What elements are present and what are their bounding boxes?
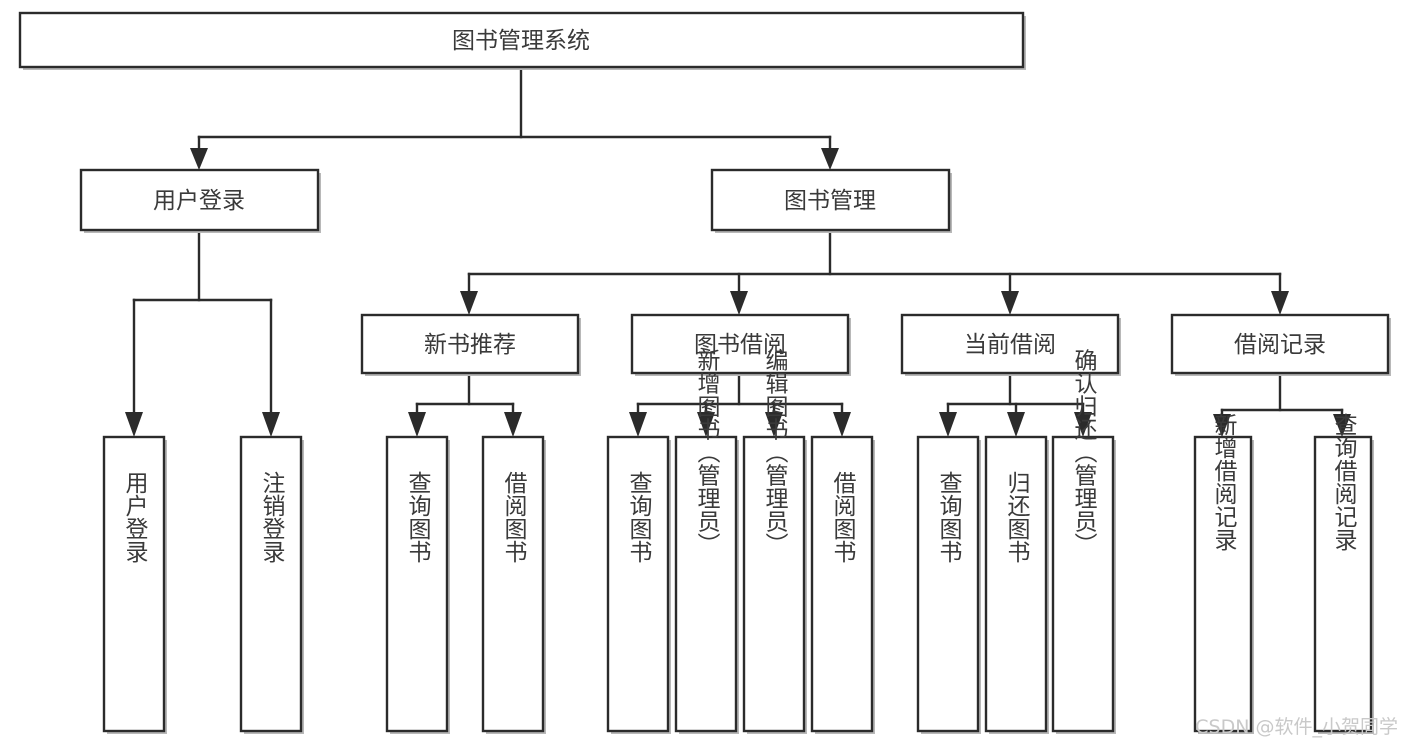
arrow-head-current	[1001, 291, 1019, 315]
node-leaf-borrow-book-1-box[interactable]	[481, 435, 545, 733]
node-root[interactable]: 图书管理系统	[18, 11, 1026, 70]
node-borrow-box[interactable]	[630, 313, 850, 375]
arrow-head-bookmgmt	[821, 148, 839, 170]
node-leaf-query-book-3-label: 查询图书	[935, 471, 963, 563]
node-bookmgmt[interactable]: 图书管理	[710, 168, 952, 233]
node-root-box[interactable]	[18, 11, 1025, 69]
node-leaf-add-record[interactable]: 新增借阅记录	[1193, 413, 1254, 734]
node-bookmgmt-label: 图书管理	[784, 188, 876, 214]
node-leaf-borrow-book-2[interactable]: 借阅图书	[810, 435, 875, 734]
node-leaf-query-book-1-box[interactable]	[385, 435, 449, 733]
node-leaf-borrow-book-1-label: 借阅图书	[500, 471, 528, 563]
node-leaf-add-book[interactable]: 新增图书（管理员）	[674, 349, 739, 735]
node-leaf-logout-box[interactable]	[239, 435, 303, 733]
node-leaf-query-book-3-box[interactable]	[916, 435, 980, 733]
node-leaf-edit-book[interactable]: 编辑图书（管理员）	[742, 349, 807, 735]
node-records[interactable]: 借阅记录	[1170, 313, 1391, 376]
node-borrow[interactable]: 图书借阅	[630, 313, 851, 376]
arrow-head-logout	[262, 412, 280, 437]
node-newbook-box[interactable]	[360, 313, 580, 375]
node-root-label: 图书管理系统	[452, 28, 590, 54]
arrow-head-borrow-book-1	[504, 412, 522, 437]
arrow-head-query-book-1	[408, 412, 426, 437]
arrow-head-user-login	[125, 412, 143, 437]
node-leaf-edit-book-box[interactable]	[742, 435, 806, 733]
node-records-label: 借阅记录	[1234, 332, 1326, 358]
node-leaf-borrow-book-2-label: 借阅图书	[829, 471, 857, 563]
node-leaf-add-book-label: 新增图书（管理员）	[693, 349, 721, 556]
node-leaf-logout[interactable]: 注销登录	[239, 435, 304, 734]
node-leaf-query-book-2-label: 查询图书	[625, 471, 653, 563]
node-leaf-user-login-box[interactable]	[102, 435, 166, 733]
node-leaf-confirm-return[interactable]: 确认归还（管理员）	[1051, 349, 1116, 735]
node-leaf-confirm-return-label: 确认归还（管理员）	[1070, 349, 1098, 556]
arrow-head-query-record	[1333, 414, 1351, 437]
node-login-label: 用户登录	[153, 188, 245, 214]
arrow-head-borrow-book-2	[833, 412, 851, 437]
edge-layer	[125, 65, 1351, 437]
node-borrow-label: 图书借阅	[694, 332, 786, 358]
node-login[interactable]: 用户登录	[79, 168, 321, 233]
node-leaf-query-record-box[interactable]	[1313, 435, 1373, 733]
node-leaf-edit-book-label: 编辑图书（管理员）	[761, 349, 789, 556]
node-leaf-borrow-book-2-box[interactable]	[810, 435, 874, 733]
node-login-box[interactable]	[79, 168, 320, 232]
node-records-box[interactable]	[1170, 313, 1390, 375]
node-leaf-query-book-2-box[interactable]	[606, 435, 670, 733]
arrow-head-login	[190, 148, 208, 170]
watermark-text: CSDN @软件_小贺同学	[1195, 716, 1398, 738]
arrow-head-records	[1271, 291, 1289, 315]
arrow-head-query-book-3	[939, 412, 957, 437]
node-leaf-return-book-box[interactable]	[984, 435, 1048, 733]
node-current[interactable]: 当前借阅	[900, 313, 1121, 376]
arrow-head-add-book	[697, 412, 715, 437]
node-leaf-add-record-box[interactable]	[1193, 435, 1253, 733]
arrow-head-edit-book	[765, 412, 783, 437]
arrow-head-query-book-2	[629, 412, 647, 437]
node-leaf-query-record-label: 查询借阅记录	[1330, 413, 1358, 551]
node-leaf-return-book-label: 归还图书	[1003, 471, 1031, 563]
node-newbook-label: 新书推荐	[424, 332, 516, 358]
arrow-head-confirm-return	[1074, 412, 1092, 437]
node-leaf-add-record-label: 新增借阅记录	[1210, 413, 1238, 551]
node-leaf-user-login-label: 用户登录	[121, 471, 149, 563]
node-leaf-return-book[interactable]: 归还图书	[984, 435, 1049, 734]
node-newbook[interactable]: 新书推荐	[360, 313, 581, 376]
node-leaf-logout-label: 注销登录	[258, 471, 286, 563]
node-leaf-query-book-1[interactable]: 查询图书	[385, 435, 450, 734]
arrow-head-return-book	[1007, 412, 1025, 437]
node-current-label: 当前借阅	[964, 332, 1056, 358]
arrow-head-borrow	[730, 291, 748, 315]
node-leaf-borrow-book-1[interactable]: 借阅图书	[481, 435, 546, 734]
node-leaf-query-record[interactable]: 查询借阅记录	[1313, 413, 1374, 734]
arrow-head-add-record	[1213, 414, 1231, 437]
node-leaf-confirm-return-box[interactable]	[1051, 435, 1115, 733]
node-leaf-query-book-3[interactable]: 查询图书	[916, 435, 981, 734]
node-leaf-user-login[interactable]: 用户登录	[102, 435, 167, 734]
node-current-box[interactable]	[900, 313, 1120, 375]
node-leaf-query-book-2[interactable]: 查询图书	[606, 435, 671, 734]
node-bookmgmt-box[interactable]	[710, 168, 951, 232]
node-leaf-add-book-box[interactable]	[674, 435, 738, 733]
arrow-head-newbook	[460, 291, 478, 315]
node-leaf-query-book-1-label: 查询图书	[404, 471, 432, 563]
